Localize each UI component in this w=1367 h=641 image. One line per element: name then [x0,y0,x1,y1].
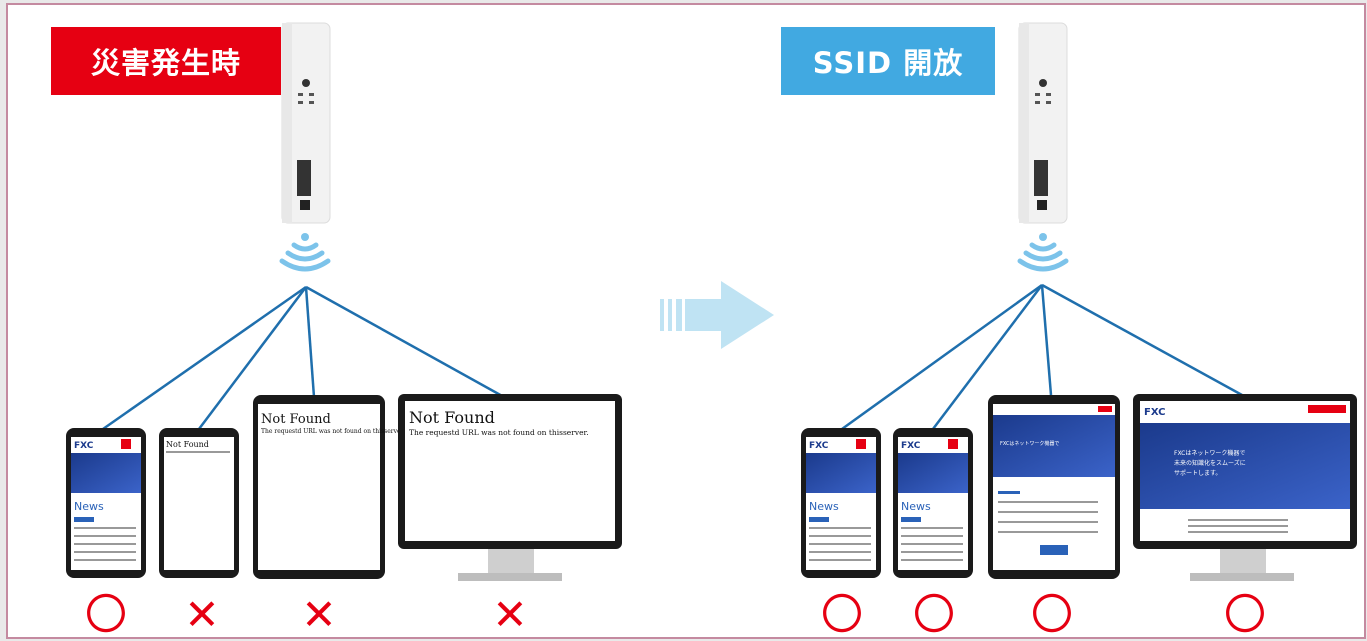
connection-lines-right [841,283,1243,431]
diagram-frame: 災害発生時 SSID 開放 [6,3,1366,639]
tablet-not-found: Not Found The requestd URL was not found… [253,395,405,579]
results-right: 〇 〇 〇 〇 [821,590,1266,639]
not-found-message: The requestd URL was not found on thisse… [409,428,589,437]
phone-website-right-1: FXC News [801,428,881,578]
result-ok-mark: 〇 [913,590,955,639]
hero-text: FXCはネットワーク機器で [1000,440,1059,447]
monitor-website: FXC FXCはネットワーク機器で 未来の知識化をスムーズに サポートします。 [1133,394,1357,581]
wifi-icon [1017,233,1069,272]
transition-arrow [660,281,774,349]
hero-text: FXCはネットワーク機器で [1174,449,1245,457]
connection-lines-left [102,285,505,431]
monitor-not-found: Not Found The requestd URL was not found… [398,394,622,581]
result-ok-mark: 〇 [1224,590,1266,639]
result-ok-mark: 〇 [85,590,127,639]
result-ng-mark: ✕ [492,590,527,639]
result-ok-mark: 〇 [821,590,863,639]
tablet-website: FXCはネットワーク機器で [988,395,1120,579]
not-found-message: The requestd URL was not found on thisse… [261,428,405,435]
brand-logo: FXC [74,441,94,451]
wifi-icon [279,233,331,272]
result-ok-mark: 〇 [1031,590,1073,639]
phone-website-left: FXC News [66,428,146,578]
ssid-open-label: SSID 開放 [781,27,995,95]
news-heading: News [74,500,104,513]
phone-not-found: Not Found [159,428,239,578]
news-heading: News [901,500,931,513]
hero-text: 未来の知識化をスムーズに [1174,459,1246,467]
result-ng-mark: ✕ [301,590,336,639]
phone-website-right-2: FXC News [893,428,973,578]
result-ng-mark: ✕ [184,590,219,639]
brand-logo: FXC [809,441,829,451]
results-left: 〇 ✕ ✕ ✕ [85,590,528,639]
not-found-title: Not Found [261,412,331,427]
not-found-title: Not Found [409,408,495,427]
news-heading: News [809,500,839,513]
hero-text: サポートします。 [1174,469,1221,477]
not-found-title: Not Found [166,440,209,449]
brand-logo: FXC [1144,407,1166,418]
disaster-label: 災害発生時 [51,27,281,95]
access-point-left [281,22,331,224]
access-point-right [1018,22,1068,224]
diagram-canvas: FXC News Not Found Not Found The request… [66,22,1357,639]
brand-logo: FXC [901,441,921,451]
